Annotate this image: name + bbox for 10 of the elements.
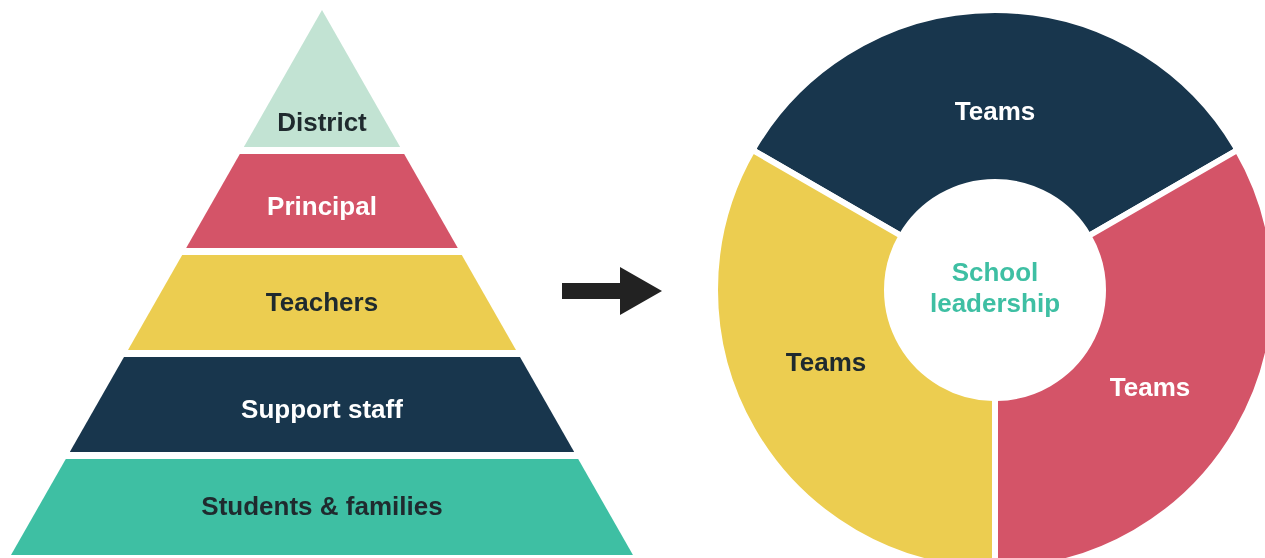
node-label: Support staff — [241, 394, 403, 426]
node-label: Teachers — [265, 287, 379, 319]
node-label: District — [277, 107, 367, 139]
node-label: Teams — [954, 96, 1036, 128]
ring-segment — [757, 10, 1233, 235]
node-label: Teams — [1109, 372, 1191, 404]
node-label: Teams — [785, 347, 867, 379]
node-label: School leadership — [928, 256, 1062, 320]
node-label: Principal — [267, 191, 377, 223]
node-label: Students & families — [201, 491, 443, 523]
